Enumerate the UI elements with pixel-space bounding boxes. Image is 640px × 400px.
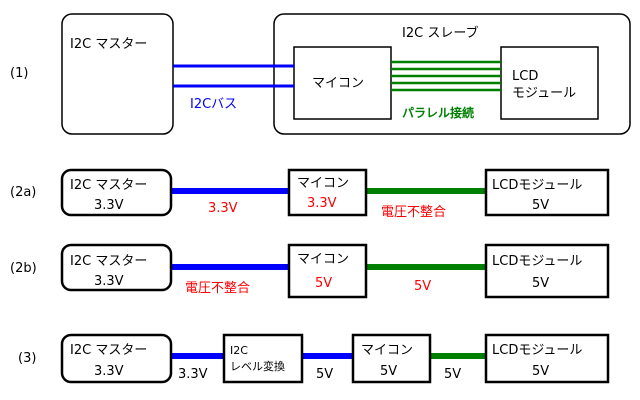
row-3-level-converter-box xyxy=(222,333,304,384)
row-3-master-line2: 3.3V xyxy=(94,364,124,379)
row-1-parallel-label: パラレル接続 xyxy=(402,105,474,120)
row-1-mcu-label: マイコン xyxy=(312,76,364,91)
row-2b-master-line2: 3.3V xyxy=(94,274,124,289)
row-3-converter-line2: レベル変換 xyxy=(230,359,285,373)
row-1-mcu-box xyxy=(293,46,392,120)
row-2a-mcu-line2: 3.3V xyxy=(307,196,337,211)
row-3-mcu-line2: 5V xyxy=(380,364,397,379)
row-2b-index: (2b) xyxy=(10,261,37,276)
row-2b-master-line1: I2C マスター xyxy=(70,254,147,269)
row-2a-mcu-box xyxy=(287,168,368,217)
row-2a-lcd-box xyxy=(484,168,610,217)
row-2a-bus-voltage: 3.3V xyxy=(208,201,238,216)
row-2b-lcd-box xyxy=(484,243,610,299)
row-2b-lcd-line1: LCDモジュール xyxy=(492,254,582,269)
row-3-converter-line1: I2C xyxy=(230,344,248,357)
row-2b-lcd-line2: 5V xyxy=(532,276,549,291)
row-1-lcd-label-line2: モジュール xyxy=(512,86,576,101)
row-3-i2c-master-box xyxy=(60,333,173,384)
row-3: (3) I2C マスター 3.3V 3.3V I2C レベル変換 5V マイコン… xyxy=(18,333,610,384)
row-2a-index: (2a) xyxy=(10,185,36,200)
row-2a: (2a) I2C マスター 3.3V 3.3V マイコン 3.3V 電圧不整合 … xyxy=(10,168,610,220)
row-1-i2c-master-label: I2C マスター xyxy=(70,37,147,52)
row-1-i2c-bus-label: I2Cバス xyxy=(190,97,237,112)
row-1-i2c-slave-label: I2C スレーブ xyxy=(402,25,479,41)
row-2a-i2c-master-box xyxy=(60,168,173,217)
row-2a-lcd-line1: LCDモジュール xyxy=(492,178,582,193)
row-2b-mcu-box xyxy=(287,243,368,299)
row-3-seg3-voltage: 5V xyxy=(444,367,461,382)
row-3-lcd-box xyxy=(484,333,610,384)
row-2a-master-line1: I2C マスター xyxy=(70,178,147,193)
row-1-i2c-master-box xyxy=(61,13,174,135)
row-2b: (2b) I2C マスター 3.3V 電圧不整合 マイコン 5V 5V LCDモ… xyxy=(10,243,610,299)
row-2b-mcu-line1: マイコン xyxy=(297,252,349,267)
row-2a-lcd-line2: 5V xyxy=(532,198,549,213)
row-3-mcu-line1: マイコン xyxy=(361,343,413,358)
row-3-index: (3) xyxy=(18,351,36,366)
row-3-lcd-line2: 5V xyxy=(532,364,549,379)
row-1: (1) I2C マスター I2C スレーブ マイコン LCD モジュール I2C… xyxy=(10,13,631,135)
row-1-index: (1) xyxy=(10,66,28,81)
row-3-seg1-voltage: 3.3V xyxy=(178,367,208,382)
row-1-lcd-box xyxy=(500,46,599,120)
row-2b-voltage-mismatch: 電圧不整合 xyxy=(185,281,250,296)
row-3-mcu-box xyxy=(351,333,432,384)
row-2b-bus-voltage: 5V xyxy=(414,279,431,294)
row-2a-voltage-mismatch: 電圧不整合 xyxy=(381,205,446,220)
row-2a-master-line2: 3.3V xyxy=(94,198,124,213)
row-2b-mcu-line2: 5V xyxy=(315,276,332,291)
row-2a-mcu-line1: マイコン xyxy=(297,176,349,191)
row-3-lcd-line1: LCDモジュール xyxy=(492,343,582,358)
row-3-master-line1: I2C マスター xyxy=(70,343,147,358)
row-3-seg2-voltage: 5V xyxy=(316,367,333,382)
row-2b-i2c-master-box xyxy=(60,243,173,292)
row-1-lcd-label-line1: LCD xyxy=(512,69,538,84)
